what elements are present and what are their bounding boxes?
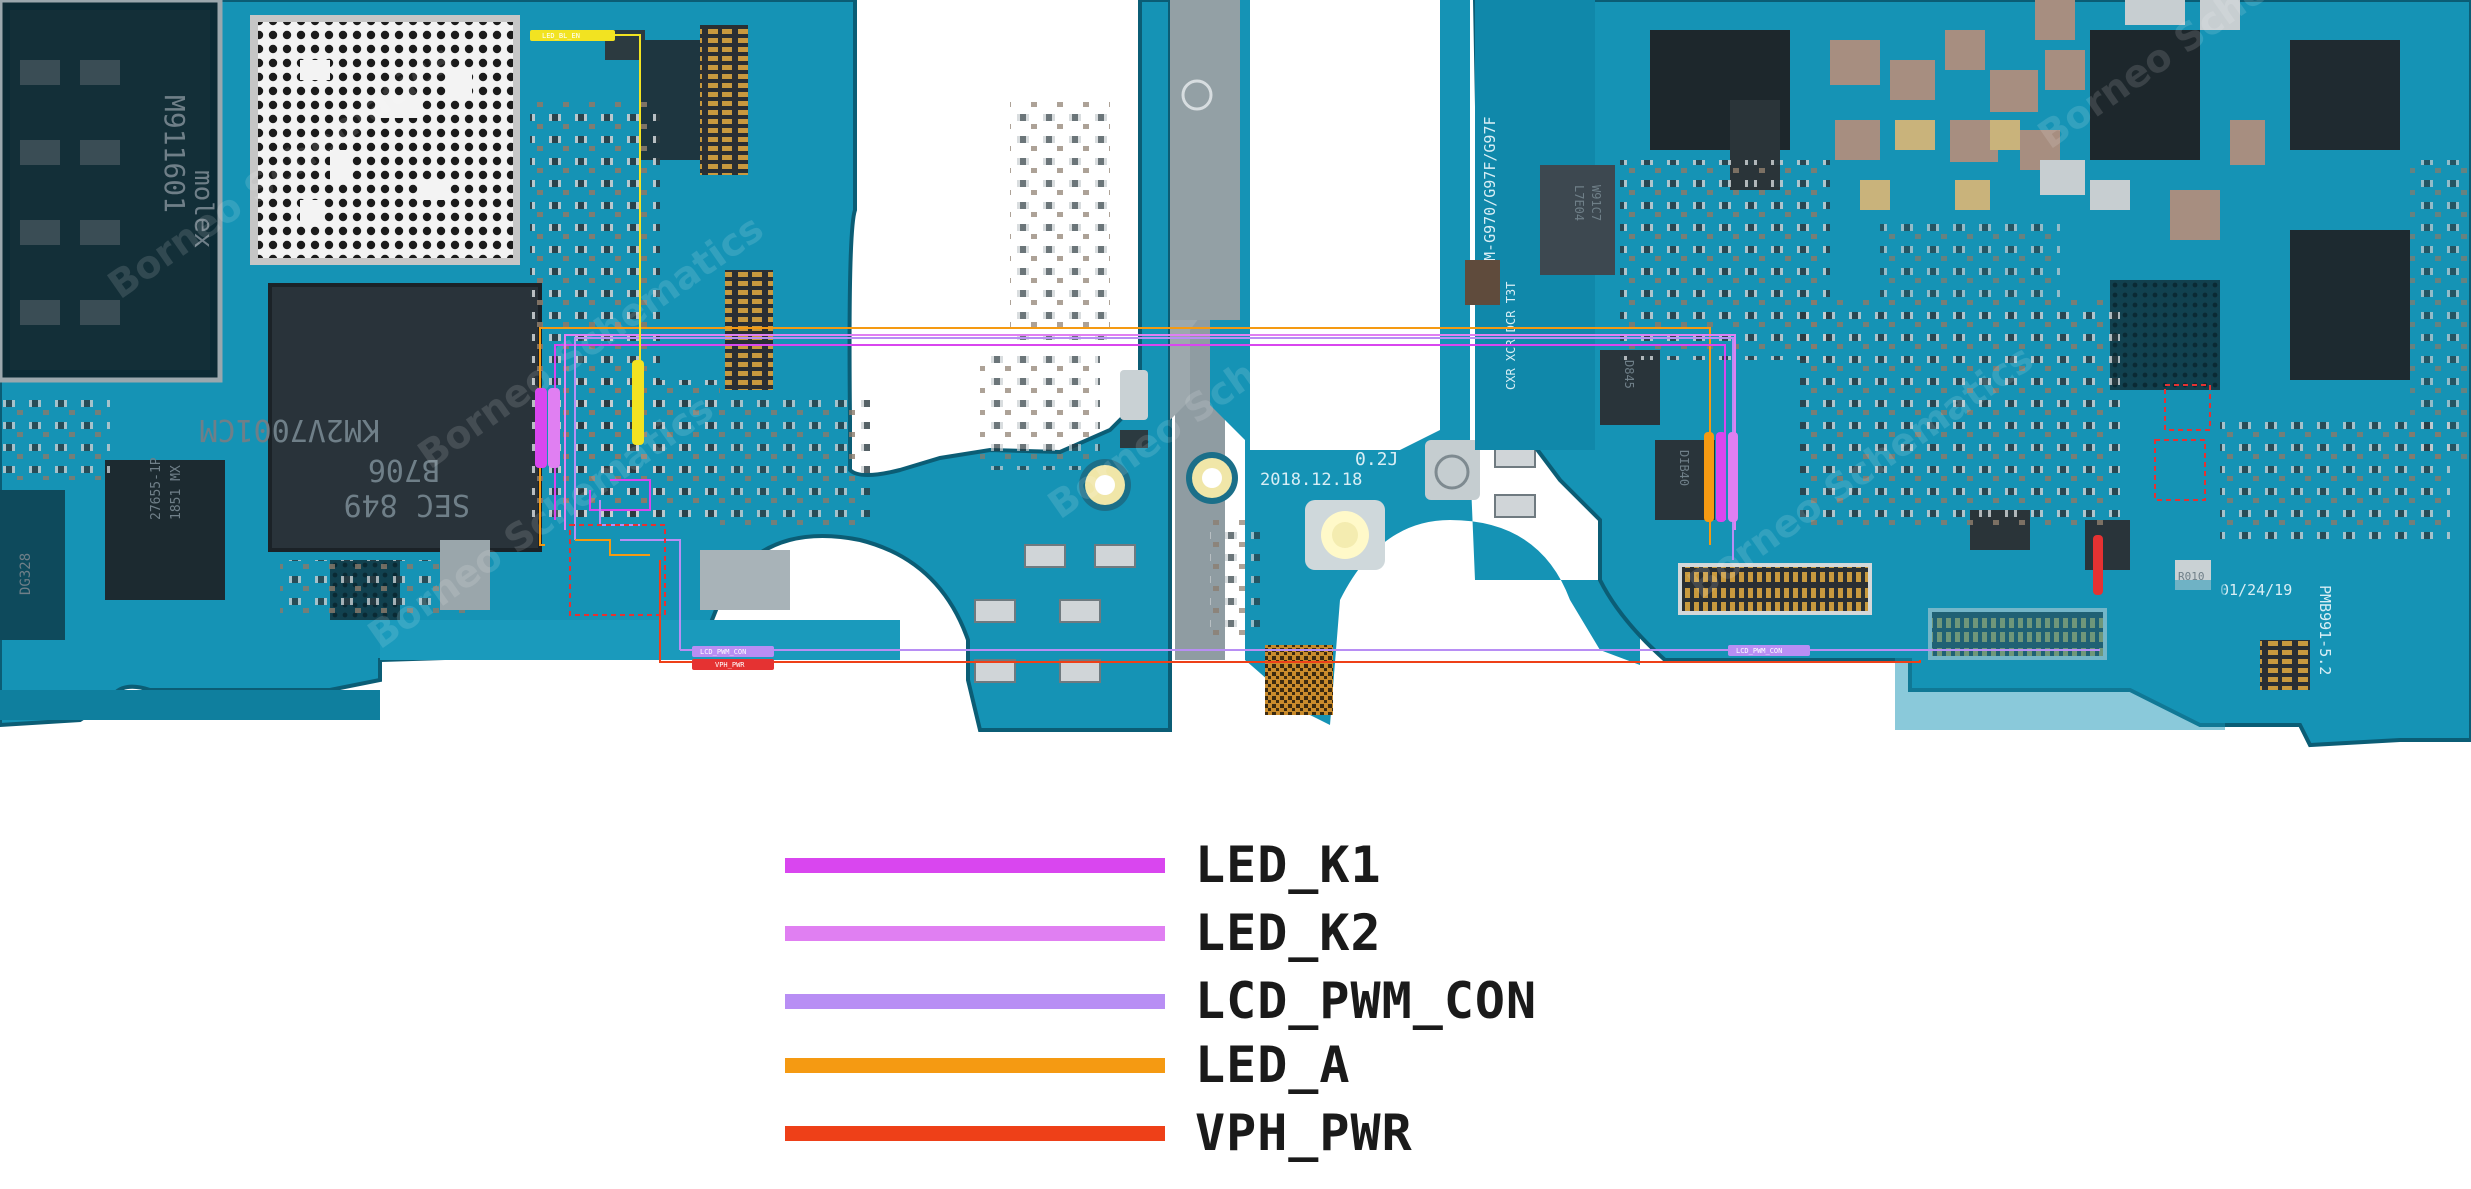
- left-board: M911601 molex KM2V7001CM B706 SEC 849 27…: [0, 0, 1230, 732]
- svg-text:W91C7: W91C7: [1589, 185, 1603, 221]
- legend-row-lcd-pwm-con: LCD_PWM_CON: [785, 972, 1537, 1030]
- svg-text:DIB40: DIB40: [1677, 450, 1691, 486]
- svg-text:R010: R010: [2178, 570, 2205, 583]
- svg-text:D845: D845: [1622, 360, 1636, 389]
- molex-marking: M911601: [158, 95, 191, 213]
- net-tags: LED_BL_EN LCD_PWM_CON VPH_PWR LCD_PWM_CO…: [530, 30, 1810, 670]
- net-tag-led-bl-en: LED_BL_EN: [542, 32, 580, 40]
- net-tag-lcd-pwm-con-2: LCD_PWM_CON: [1736, 647, 1782, 655]
- net-tag-vph-pwr: VPH_PWR: [715, 661, 745, 669]
- display-connector: [1678, 563, 1872, 615]
- pcb-board-photo: M911601 molex KM2V7001CM B706 SEC 849 27…: [0, 0, 2471, 748]
- legend-label-lcd-pwm-con: LCD_PWM_CON: [1195, 972, 1538, 1030]
- svg-text:PMB991-5.2: PMB991-5.2: [2316, 585, 2334, 675]
- legend-label-led-k1: LED_K1: [1195, 836, 1382, 894]
- right-board: SM-G970/G97F/G97F CXR XCR DCR T3T L7E04 …: [1465, 0, 2471, 748]
- legend-row-led-k2: LED_K2: [785, 904, 1382, 962]
- svg-text:2018.12.18: 2018.12.18: [1260, 470, 1362, 490]
- highlight-markers: [535, 360, 2103, 595]
- trace-led-a: [539, 327, 1711, 546]
- legend-swatch-led-a: [785, 1057, 1165, 1073]
- legend-swatch-vph-pwr: [785, 1125, 1165, 1141]
- svg-text:L7E04: L7E04: [1572, 185, 1586, 221]
- board-connector-1: [700, 25, 748, 175]
- legend-row-led-a: LED_A: [785, 1036, 1351, 1094]
- legend-row-vph-pwr: VPH_PWR: [785, 1104, 1413, 1162]
- qr-code: [1265, 645, 1333, 715]
- memory-chip: [270, 285, 540, 550]
- svg-text:27655-1P: 27655-1P: [149, 457, 164, 520]
- legend-row-led-k1: LED_K1: [785, 836, 1382, 894]
- svg-text:SEC 849: SEC 849: [344, 487, 470, 522]
- legend-swatch-led-k2: [785, 925, 1165, 941]
- legend-label-led-k2: LED_K2: [1195, 904, 1382, 962]
- svg-text:SM-G970/G97F/G97F: SM-G970/G97F/G97F: [1481, 116, 1499, 270]
- svg-text:0.2J: 0.2J: [1355, 449, 1398, 470]
- svg-text:B706: B706: [368, 452, 440, 487]
- board-connector-2: [725, 270, 773, 390]
- legend-swatch-led-k1: [785, 857, 1165, 873]
- svg-text:KM2V7001CM: KM2V7001CM: [199, 412, 380, 447]
- net-traces: [530, 34, 2211, 663]
- legend-label-led-a: LED_A: [1195, 1036, 1351, 1094]
- svg-text:1851 MX: 1851 MX: [169, 465, 184, 520]
- svg-text:01/24/19: 01/24/19: [2220, 581, 2292, 599]
- center-board: 0.2J 2018.12.18: [1165, 0, 1640, 725]
- net-legend: LED_K1 LED_K2 LCD_PWM_CON LED_A VPH_PWR: [785, 836, 1685, 1180]
- net-tag-lcd-pwm-con: LCD_PWM_CON: [700, 648, 746, 656]
- svg-text:molex: molex: [188, 170, 218, 248]
- legend-label-vph-pwr: VPH_PWR: [1195, 1104, 1413, 1162]
- trace-vph-pwr: [659, 560, 1921, 663]
- legend-swatch-lcd-pwm-con: [785, 993, 1165, 1009]
- svg-text:DG328: DG328: [18, 553, 34, 595]
